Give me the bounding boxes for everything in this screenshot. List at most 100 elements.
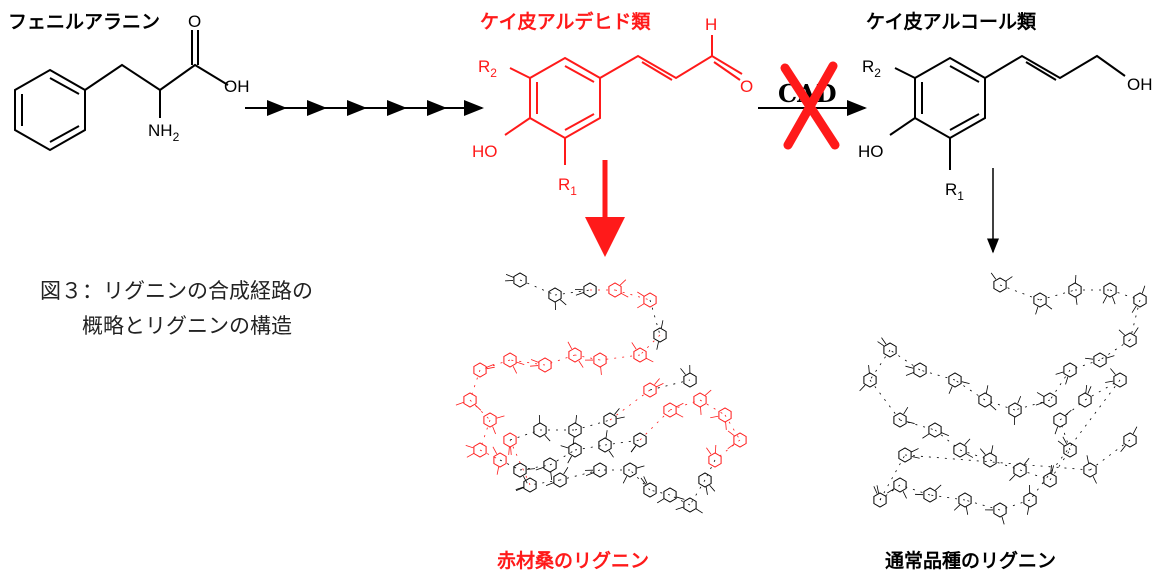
side-chain	[496, 466, 500, 475]
linkage-bond	[954, 379, 986, 401]
aromatic-ring	[953, 442, 967, 458]
side-chain	[675, 413, 684, 418]
aromatic-ring	[593, 352, 607, 368]
side-chain	[608, 450, 614, 458]
aromatic-ring	[608, 282, 622, 298]
linkage-bond	[544, 354, 576, 366]
linkage-bond	[669, 399, 701, 411]
side-chain	[515, 486, 524, 490]
atom-o: O	[188, 12, 201, 31]
linkage-bond	[999, 499, 1031, 511]
side-chain	[637, 303, 645, 309]
side-chain	[905, 372, 914, 376]
aromatic-ring	[983, 452, 997, 468]
figure-caption-line1: 図３：リグニンの合成経路の	[40, 279, 313, 303]
aromatic-ring	[583, 282, 597, 298]
side-chain	[705, 486, 708, 495]
side-chain	[675, 506, 684, 510]
side-chain	[873, 486, 878, 494]
side-chain	[985, 385, 989, 394]
side-chain	[605, 430, 608, 439]
side-chain	[585, 472, 594, 477]
aromatic-ring	[548, 287, 562, 303]
aromatic-ring	[893, 412, 907, 428]
atom-r2: R2	[862, 57, 881, 80]
linkage-bond	[1069, 359, 1101, 371]
linkage-bond	[519, 464, 551, 471]
aromatic-ring	[1043, 472, 1057, 488]
side-chain	[965, 506, 969, 515]
aromatic-ring	[568, 442, 582, 458]
aromatic-ring	[653, 327, 667, 343]
side-chain	[620, 292, 629, 298]
side-chain	[656, 341, 659, 350]
side-chain	[560, 445, 569, 449]
aromatic-ring	[708, 452, 722, 468]
side-chain	[902, 491, 907, 499]
side-chain	[1141, 285, 1146, 294]
aromatic-ring	[513, 272, 527, 288]
aromatic-ring	[643, 382, 657, 398]
lignin-normal-label: 通常品種のリグニン	[885, 549, 1056, 572]
aromatic-ring	[1063, 362, 1077, 378]
aromatic-ring	[523, 477, 537, 493]
side-chain	[887, 488, 895, 494]
side-chain	[530, 359, 539, 363]
side-chain	[700, 406, 702, 415]
linkage-bond	[614, 289, 651, 301]
side-chain	[510, 446, 512, 455]
side-chain	[948, 386, 953, 394]
linkage-bond	[1039, 289, 1076, 301]
aromatic-ring	[533, 422, 547, 438]
side-chain	[1106, 355, 1115, 359]
aromatic-ring	[873, 492, 887, 508]
side-chain	[619, 279, 627, 286]
side-chain	[486, 364, 495, 368]
linkage-bond	[529, 479, 561, 486]
side-chain	[911, 456, 920, 459]
aromatic-ring	[1023, 492, 1037, 508]
side-chain	[563, 467, 569, 475]
linkage-bond	[1099, 339, 1131, 361]
side-chain	[516, 361, 525, 366]
aromatic-ring	[503, 352, 517, 368]
side-chain	[1050, 465, 1052, 474]
side-chain	[1133, 327, 1139, 335]
aromatic-ring	[1053, 412, 1067, 428]
aromatic-ring	[1008, 402, 1022, 418]
linkage-bond	[899, 419, 936, 431]
linkage-bond	[704, 459, 716, 481]
aromatic-ring	[1133, 292, 1147, 308]
atom-r1: R1	[558, 175, 577, 198]
side-chain	[990, 445, 994, 454]
side-chain	[622, 476, 628, 484]
side-chain	[903, 407, 909, 415]
atom-ho: HO	[858, 142, 884, 161]
side-chain	[545, 482, 554, 486]
side-chain	[876, 485, 879, 494]
aromatic-ring	[978, 392, 992, 408]
linkage-bond	[919, 369, 956, 381]
linkage-bond	[509, 429, 541, 441]
aromatic-ring	[1103, 282, 1117, 298]
side-chain	[1102, 296, 1108, 304]
linkage-bond	[879, 484, 901, 501]
aromatic-ring	[663, 402, 677, 418]
aromatic-ring	[1013, 462, 1027, 478]
side-chain	[1051, 465, 1054, 474]
side-chain	[1085, 385, 1088, 394]
linkage-bond	[549, 449, 576, 466]
aromatic-ring	[913, 362, 927, 378]
aromatic-ring	[1123, 332, 1137, 348]
linkage-bond	[889, 349, 921, 371]
side-chain	[630, 445, 637, 453]
side-chain	[657, 498, 665, 504]
side-chain	[455, 402, 464, 406]
side-chain	[1001, 516, 1005, 525]
side-chain	[911, 448, 919, 453]
aromatic-ring	[633, 432, 647, 448]
linkage-bond	[574, 444, 606, 451]
aromatic-ring	[493, 452, 507, 468]
aromatic-ring	[598, 437, 612, 453]
